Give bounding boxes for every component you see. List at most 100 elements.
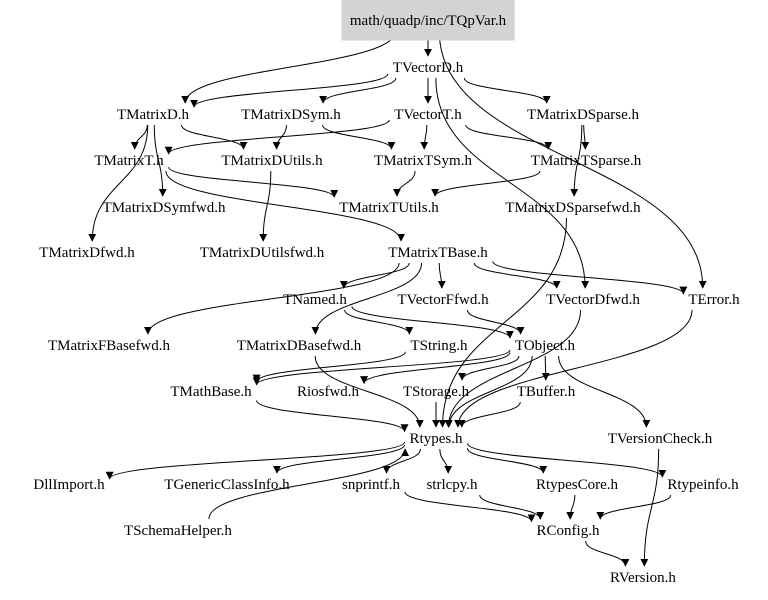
node-TMatrixT: TMatrixT.h <box>94 153 164 169</box>
node-label: TMatrixD.h <box>117 107 190 123</box>
dependency-edges <box>88 30 707 567</box>
node-label: TVectorDfwd.h <box>546 292 640 308</box>
edge-TError-to-Rtypes <box>454 309 693 428</box>
edge-TVectorDfwd-to-Rtypes <box>444 309 582 428</box>
edge-TMatrixTBase-to-TVectorDfwd <box>473 262 561 289</box>
node-label: TMatrixT.h <box>94 153 164 169</box>
node-Riosfwd: Riosfwd.h <box>297 384 360 400</box>
edge-TVersionCheck-to-RVersion <box>640 448 660 567</box>
node-label: TBuffer.h <box>517 384 576 400</box>
edge-strlcpy-to-RConfig <box>479 494 545 520</box>
edge-TMatrixDSparse-to-TMatrixTSparse <box>581 124 590 150</box>
edge-TObject-to-TMathBase <box>252 349 511 386</box>
edge-TMatrixD-to-TMatrixDUtils <box>180 124 248 150</box>
node-label: TMatrixDfwd.h <box>39 245 135 261</box>
node-snprintf: snprintf.h <box>342 477 400 493</box>
node-TMatrixDUtilsfwd: TMatrixDUtilsfwd.h <box>200 245 325 261</box>
node-label: RVersion.h <box>610 570 676 586</box>
edge-TMatrixD-to-TMatrixDfwd <box>88 124 149 242</box>
edge-RtypesCore-to-RConfig <box>566 494 576 520</box>
edge-TSchemaHelper-to-Rtypes <box>208 448 410 520</box>
node-label: TVectorT.h <box>394 107 462 123</box>
node-TVectorT: TVectorT.h <box>394 107 462 123</box>
node-TMatrixFBasefwd: TMatrixFBasefwd.h <box>48 338 171 354</box>
node-label: Rtypes.h <box>410 431 463 447</box>
edge-TMatrixTSparse-to-TMatrixTUtils <box>431 170 541 197</box>
node-label: TMatrixDSym.h <box>241 107 341 123</box>
node-label: TMatrixDSymfwd.h <box>103 200 226 216</box>
node-label: math/quadp/inc/TQpVar.h <box>350 13 507 29</box>
node-label: TMatrixDSparse.h <box>527 107 640 123</box>
node-TObject: TObject.h <box>515 338 576 354</box>
node-TNamed: TNamed.h <box>283 292 347 308</box>
node-label: TMatrixTSparse.h <box>531 153 642 169</box>
node-label: TMatrixDUtilsfwd.h <box>200 245 325 261</box>
node-label: TMatrixTSym.h <box>374 153 472 169</box>
node-TVectorFfwd: TVectorFfwd.h <box>397 292 489 308</box>
node-TMatrixDUtils: TMatrixDUtils.h <box>221 153 323 169</box>
edge-TMatrixTSym-to-TMatrixTUtils <box>392 170 416 197</box>
node-TMatrixD: TMatrixD.h <box>117 107 190 123</box>
edge-TMatrixTBase-to-TMatrixFBasefwd <box>143 262 400 335</box>
node-TError: TError.h <box>688 292 740 308</box>
root-node-box <box>341 0 515 41</box>
node-label: RtypesCore.h <box>536 477 619 493</box>
node-label: TNamed.h <box>283 292 347 308</box>
edge-root-to-TMatrixD <box>181 30 397 104</box>
node-Rtypes: Rtypes.h <box>410 431 463 447</box>
edge-TMatrixDSparse-to-TMatrixDSparsefwd <box>570 124 583 197</box>
node-TGenericClassInfo: TGenericClassInfo.h <box>164 477 290 493</box>
node-label: TVectorD.h <box>393 60 464 76</box>
edge-TMatrixT-to-TMatrixTBase <box>165 170 406 242</box>
node-label: TMathBase.h <box>170 384 252 400</box>
edge-Rtypeinfo-to-RConfig <box>596 494 672 520</box>
edge-Rtypes-to-RtypesCore <box>466 448 548 474</box>
edge-TMatrixTBase-to-TMatrixDBasefwd <box>311 262 423 335</box>
edge-TNamed-to-TString <box>344 309 414 335</box>
node-TMathBase: TMathBase.h <box>170 384 252 400</box>
node-TMatrixDSym: TMatrixDSym.h <box>241 107 341 123</box>
edge-TObject-to-Rtypes <box>444 355 533 428</box>
node-TMatrixTSparse: TMatrixTSparse.h <box>531 153 642 169</box>
node-label: TMatrixDUtils.h <box>221 153 323 169</box>
node-TStorage: TStorage.h <box>403 384 470 400</box>
edge-TBuffer-to-Rtypes <box>457 401 521 428</box>
node-DllImport: DllImport.h <box>33 477 105 493</box>
node-TString: TString.h <box>410 338 468 354</box>
node-label: strlcpy.h <box>426 477 478 493</box>
edge-TObject-to-TBuffer <box>541 355 550 381</box>
node-TMatrixDBasefwd: TMatrixDBasefwd.h <box>237 338 362 354</box>
edge-Rtypes-to-Rtypeinfo <box>466 443 667 478</box>
edge-root-to-TError <box>438 30 707 289</box>
edge-TObject-to-TStorage <box>458 355 520 381</box>
node-label: TMatrixDBasefwd.h <box>237 338 362 354</box>
edge-TMatrixDUtils-to-TMatrixDUtilsfwd <box>259 170 272 242</box>
node-label: TError.h <box>688 292 740 308</box>
node-label: TGenericClassInfo.h <box>164 477 290 493</box>
edge-TObject-to-Riosfwd <box>360 352 511 385</box>
edge-TVectorD-to-TMatrixD <box>190 73 389 108</box>
edge-Rtypes-to-strlcpy <box>439 448 453 474</box>
node-label: TMatrixTBase.h <box>388 245 488 261</box>
edge-TMatrixD-to-TMatrixDSymfwd <box>153 124 167 197</box>
node-label: Riosfwd.h <box>297 384 360 400</box>
edge-TVectorT-to-TMatrixTSparse <box>465 124 553 150</box>
node-label: TVectorFfwd.h <box>397 292 489 308</box>
node-TMatrixDSparsefwd: TMatrixDSparsefwd.h <box>505 200 641 216</box>
node-TSchemaHelper: TSchemaHelper.h <box>124 523 232 539</box>
node-RtypesCore: RtypesCore.h <box>536 477 619 493</box>
node-TMatrixDSparse: TMatrixDSparse.h <box>527 107 640 123</box>
node-label: TMatrixTUtils.h <box>339 200 439 216</box>
header-nodes: math/quadp/inc/TQpVar.hTVectorD.hTMatrix… <box>33 0 740 586</box>
edge-TNamed-to-TObject <box>351 306 514 339</box>
edge-TVectorFfwd-to-TObject <box>466 309 525 335</box>
edge-Rtypes-to-snprintf <box>382 448 421 474</box>
node-label: RConfig.h <box>537 523 600 539</box>
edge-TObject-to-TVersionCheck <box>558 355 651 428</box>
edge-TMatrixDBasefwd-to-Rtypes <box>314 355 424 428</box>
node-TMatrixDfwd: TMatrixDfwd.h <box>39 245 135 261</box>
node-label: TMatrixDSparsefwd.h <box>505 200 641 216</box>
node-TVectorD: TVectorD.h <box>393 60 464 76</box>
edge-TMatrixTBase-to-TVectorFfwd <box>437 262 446 289</box>
